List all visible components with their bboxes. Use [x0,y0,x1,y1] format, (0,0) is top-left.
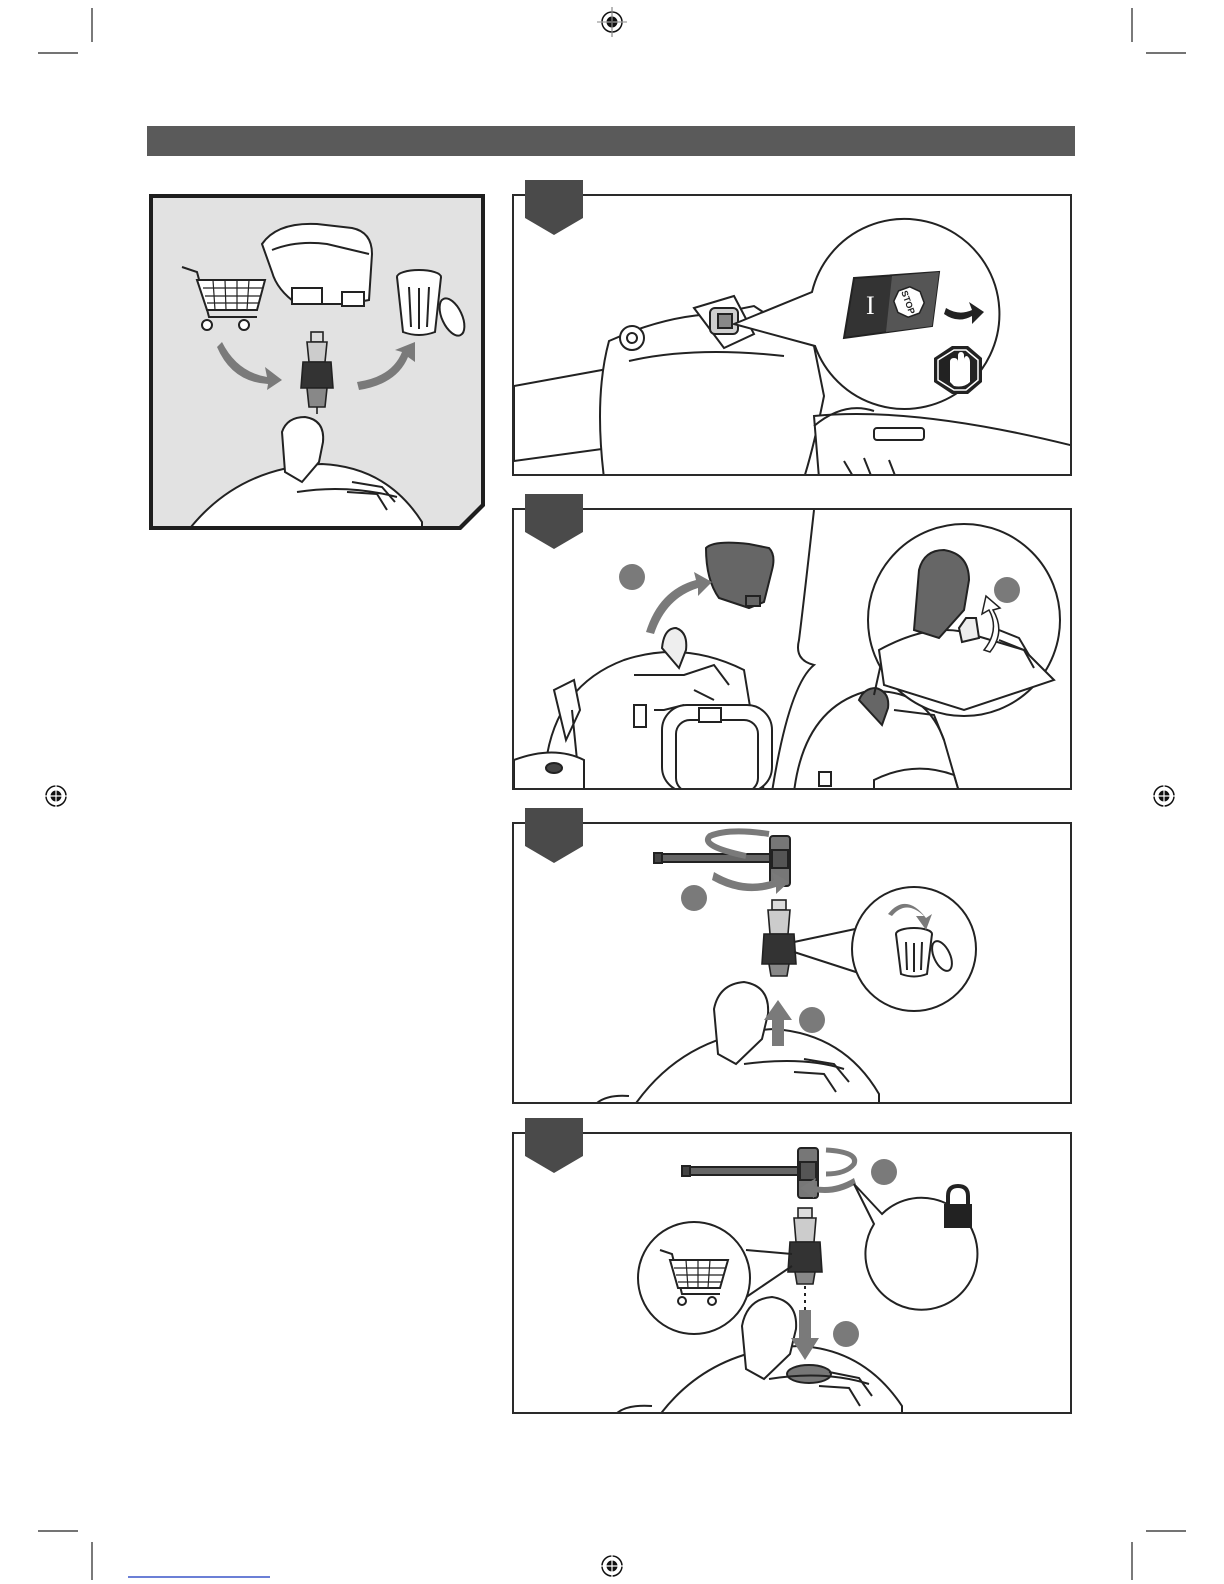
step-3-panel [512,822,1072,1104]
step-2-panel [512,508,1072,790]
boot-removal-arrow [646,572,712,634]
spark-plug-icon [762,900,796,976]
switch-label-on: I [866,291,875,320]
sub-step-marker-b [994,577,1020,603]
section-header-bar [147,126,1075,156]
registration-mark-left [41,781,71,811]
trash-callout [794,887,976,1011]
stop-hand-icon [934,346,982,394]
overview-panel [147,192,487,532]
step-2-tab [525,494,583,552]
spark-plug-wrench-icon [682,1148,818,1198]
sub-step-marker-a [871,1159,897,1185]
step-4-panel [512,1132,1072,1414]
sub-step-marker-a [681,885,707,911]
step-4-tab [525,1118,583,1176]
step-3-tab [525,808,583,866]
spark-plug-icon [788,1208,822,1284]
step-1-panel: I STOP [512,194,1072,476]
registration-mark-top [597,7,627,37]
wrench-rotation-arrow [826,1150,855,1174]
spark-plug-boot-icon [706,543,773,608]
registration-mark-bottom [597,1551,627,1581]
sub-step-marker-a [619,564,645,590]
lock-icon [944,1186,972,1228]
wrench-rotation-arrow [708,831,769,856]
step-1-tab [525,180,583,238]
torque-lock-callout [854,1184,977,1310]
registration-mark-right [1149,781,1179,811]
sub-step-marker-b [833,1321,859,1347]
sub-step-marker-b [799,1007,825,1033]
